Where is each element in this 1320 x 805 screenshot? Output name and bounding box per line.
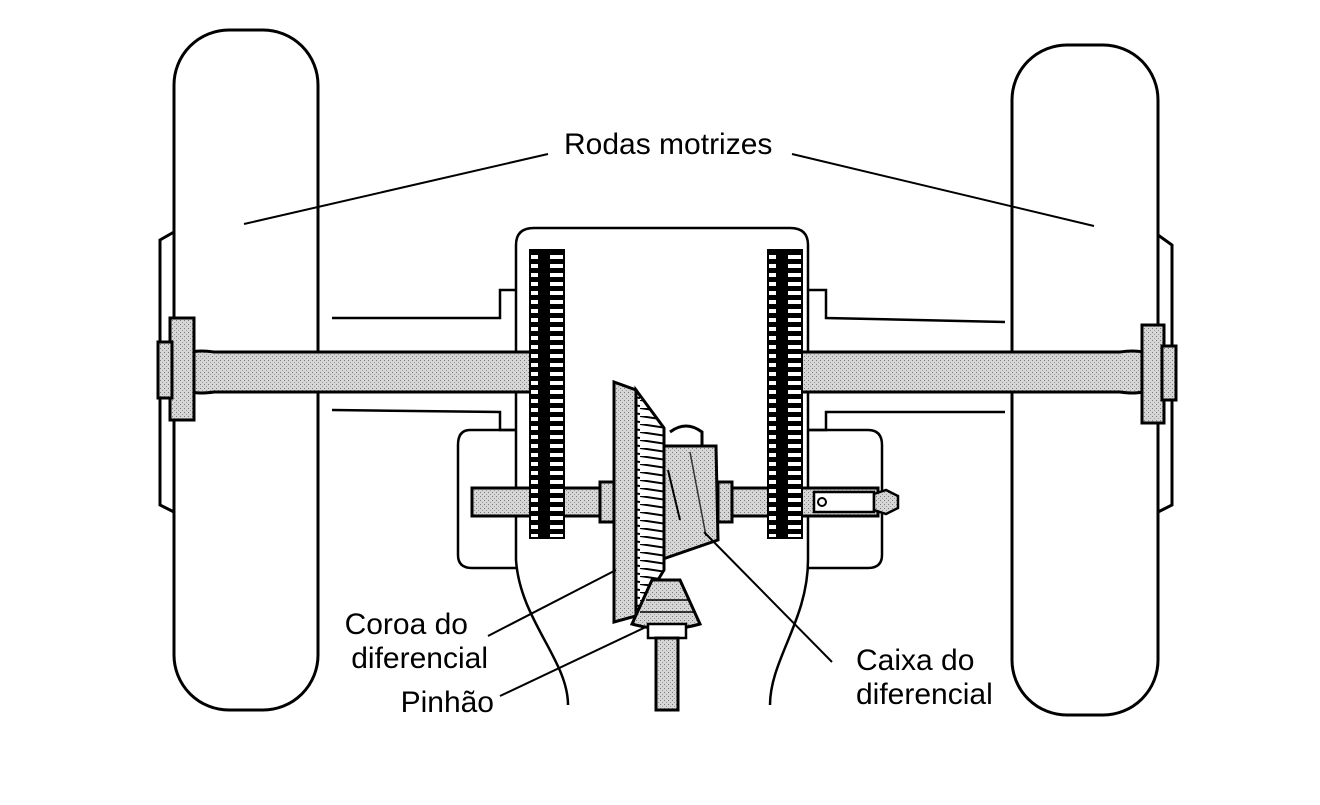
right-spur-gear — [767, 249, 803, 539]
label-case-line2: diferencial — [856, 678, 993, 711]
drive-shaft — [654, 636, 680, 712]
leader-drive-wheels-left — [243, 153, 549, 225]
label-pinion: Pinhão — [400, 686, 494, 719]
leader-crown — [487, 569, 617, 637]
label-drive-wheels: Rodas motrizes — [564, 128, 773, 161]
leader-lines — [243, 153, 1095, 697]
crown-gear — [612, 379, 666, 624]
leader-case — [703, 531, 833, 663]
left-spur-gear — [529, 249, 565, 539]
label-crown-line2: diferencial — [351, 642, 488, 675]
differential-case — [658, 424, 720, 563]
leader-drive-wheels-right — [791, 153, 1095, 227]
left-half-shaft — [156, 316, 542, 422]
leader-pinion — [499, 625, 649, 697]
label-crown-line1: Coroa do — [344, 608, 468, 641]
label-case-line1: Caixa do — [856, 644, 975, 677]
right-half-shaft — [788, 323, 1178, 425]
